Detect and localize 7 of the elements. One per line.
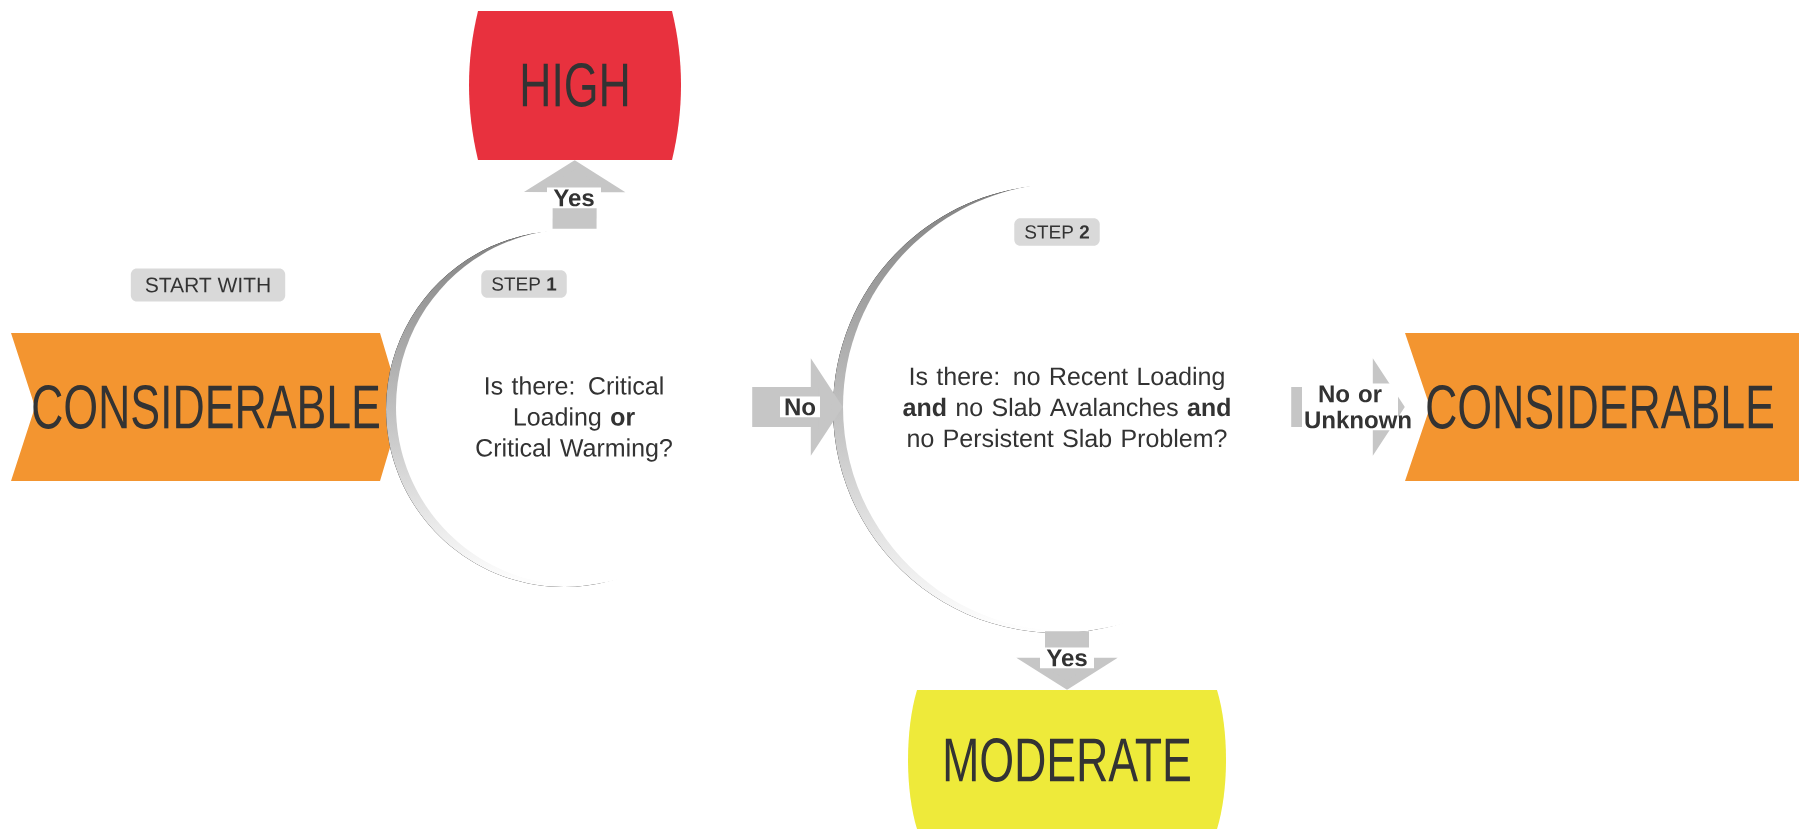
level-box: HIGH [469,11,681,160]
level-box: MODERATE [908,690,1226,829]
chevron-banner: CONSIDERABLE [11,333,402,481]
edge-label: Yes [547,187,601,209]
edge-label: Yes [1040,647,1094,669]
edge-label: No [780,396,820,418]
pill-label: START WITH [130,268,286,302]
